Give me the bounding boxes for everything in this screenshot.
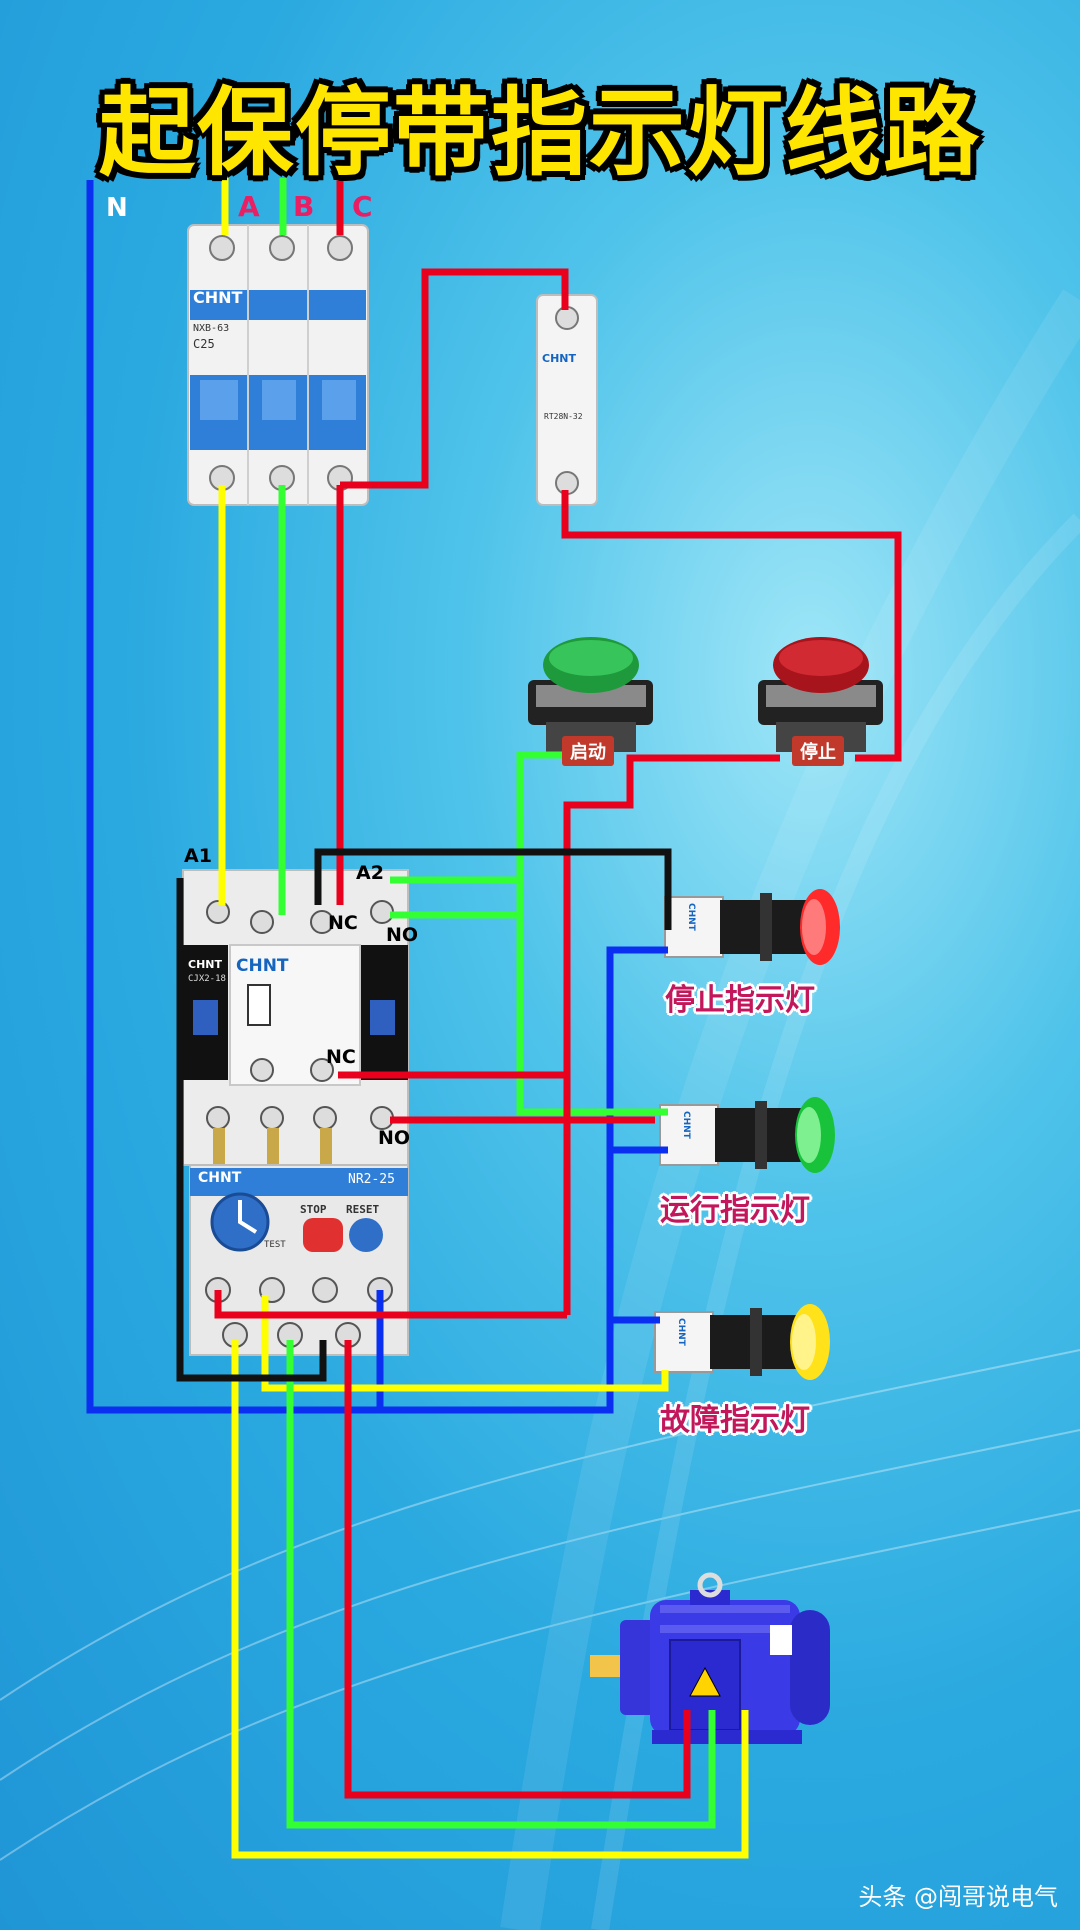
breaker-rating: C25: [193, 337, 215, 351]
fuse-to-stop-button: [561, 490, 902, 762]
overload-stop-label: STOP: [300, 1203, 327, 1216]
phase-c-label: C: [352, 190, 373, 223]
run-lamp-brand: CHNT: [681, 1111, 691, 1139]
stop-button-label: 停止: [792, 736, 844, 766]
overload-reset-label: RESET: [346, 1203, 380, 1216]
phase-b-label: B: [293, 190, 315, 223]
terminal-nc-mid: NC: [326, 1046, 356, 1068]
run-indicator-lamp: [659, 1097, 835, 1173]
motor: [590, 1572, 830, 1744]
fault-lamp-label: 故障指示灯: [660, 1403, 810, 1438]
phase-c-to-fuse: [340, 268, 569, 489]
fault-indicator-lamp: [654, 1304, 830, 1380]
phase-a-label: A: [238, 190, 260, 223]
a2-control-wire: [314, 848, 672, 930]
run-lamp-feed: [516, 880, 668, 1116]
overload-brand: CHNT: [198, 1170, 242, 1186]
start-to-a2: [390, 751, 565, 884]
terminal-no-top: NO: [386, 924, 419, 946]
overload-test-label: TEST: [264, 1240, 286, 1250]
overload-model: NR2-25: [348, 1172, 395, 1187]
stop-lamp-brand: CHNT: [686, 903, 696, 931]
neutral-label: N: [106, 193, 128, 223]
phase-b-to-motor: [286, 1340, 716, 1829]
phase-a-to-motor: [231, 1340, 749, 1859]
phase-c-to-motor: [344, 1340, 691, 1799]
contactor[interactable]: [182, 869, 409, 1168]
contactor-model: CJX2-18: [188, 974, 226, 984]
breaker-model: NXB-63: [193, 323, 230, 334]
breaker-brand: CHNT: [193, 288, 243, 307]
neutral-wire: [86, 180, 668, 1414]
terminal-nc-top: NC: [328, 912, 358, 934]
start-button[interactable]: [528, 637, 653, 752]
coil-control-wire: [176, 878, 327, 1382]
run-lamp-label: 运行指示灯: [660, 1193, 810, 1228]
neutral-branch-lamp-stop: [606, 946, 668, 1150]
circuit-breaker[interactable]: [187, 224, 369, 506]
stop-button[interactable]: [758, 637, 883, 752]
stop-lamp-label: 停止指示灯: [665, 983, 815, 1018]
fuse-holder[interactable]: [536, 294, 598, 506]
contactor-side-brand: CHNT: [188, 958, 222, 971]
fuse-brand: CHNT: [542, 352, 576, 365]
stop-to-start: [563, 754, 780, 1315]
fault-lamp-yellow: [261, 1295, 669, 1392]
terminal-a2: A2: [356, 862, 384, 884]
page-title: 起保停带指示灯线路: [99, 77, 981, 189]
start-button-label: 启动: [562, 736, 614, 766]
watermark: 头条 @闯哥说电气: [858, 1883, 1058, 1911]
terminal-a1: A1: [184, 845, 212, 867]
terminal-no-mid: NO: [378, 1127, 411, 1149]
overload-relay[interactable]: [189, 1164, 409, 1356]
stop-indicator-lamp: [664, 889, 840, 965]
overload-nc-wire: [214, 1290, 567, 1319]
fault-lamp-brand: CHNT: [676, 1318, 686, 1346]
contactor-brand: CHNT: [236, 956, 289, 976]
fuse-model: RT28N-32: [544, 412, 583, 421]
